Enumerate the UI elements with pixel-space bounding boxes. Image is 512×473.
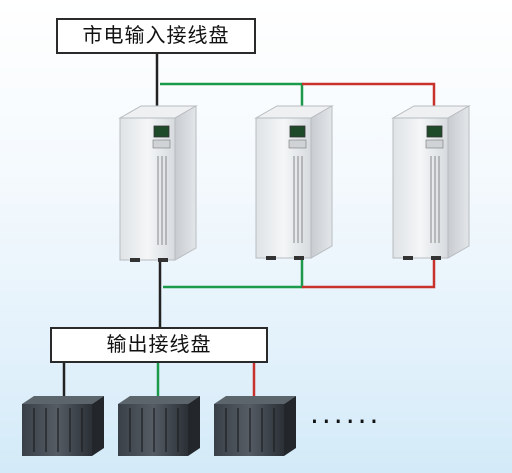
output-red-line xyxy=(302,255,436,289)
input-red-line xyxy=(302,82,436,110)
ups-display-1 xyxy=(153,125,170,138)
ups-unit-1 xyxy=(118,105,198,262)
ups-unit-3 xyxy=(391,105,471,260)
ups-display-2 xyxy=(289,125,306,138)
ups-unit-2 xyxy=(254,105,334,260)
load-cabinet-1 xyxy=(22,396,104,456)
mains-input-panel-label: 市电输入接线盘 xyxy=(56,18,256,54)
more-loads-indicator: ······ xyxy=(310,405,382,438)
load-cabinet-2 xyxy=(118,396,200,456)
output-panel-label: 输出接线盘 xyxy=(50,327,268,363)
load-cabinet-3 xyxy=(214,396,296,456)
ups-display-3 xyxy=(426,125,443,138)
output-green-line xyxy=(163,255,304,289)
